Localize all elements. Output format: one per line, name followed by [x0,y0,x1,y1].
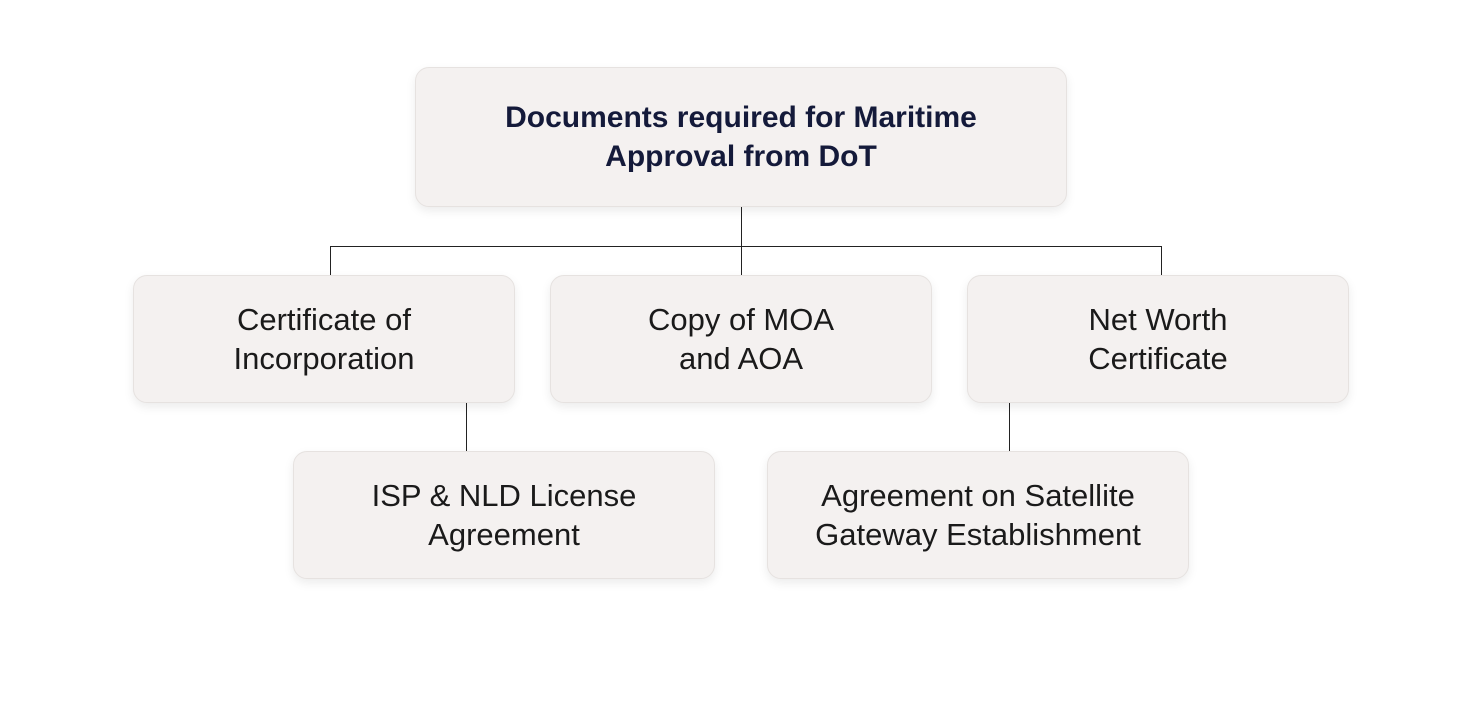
node-isp-nld-license: ISP & NLD License Agreement [293,451,715,579]
connector-horizontal [330,246,1162,247]
node-label: Copy of MOA and AOA [647,302,835,376]
node-label: ISP & NLD License Agreement [371,478,637,552]
node-label: Net Worth Certificate [1088,302,1228,376]
connector-cert-isp [466,403,467,451]
connector-root-down [741,207,742,275]
connector-networth-satellite [1009,403,1010,451]
node-label: Certificate of Incorporation [233,302,415,376]
node-copy-of-moa-aoa: Copy of MOA and AOA [550,275,932,403]
connector-left-down [330,246,331,275]
root-node: Documents required for Maritime Approval… [415,67,1067,207]
root-label: Documents required for Maritime Approval… [505,101,977,173]
node-satellite-gateway-agreement: Agreement on Satellite Gateway Establish… [767,451,1189,579]
node-net-worth-certificate: Net Worth Certificate [967,275,1349,403]
connector-right-down [1161,246,1162,275]
node-certificate-of-incorporation: Certificate of Incorporation [133,275,515,403]
node-label: Agreement on Satellite Gateway Establish… [815,478,1141,552]
